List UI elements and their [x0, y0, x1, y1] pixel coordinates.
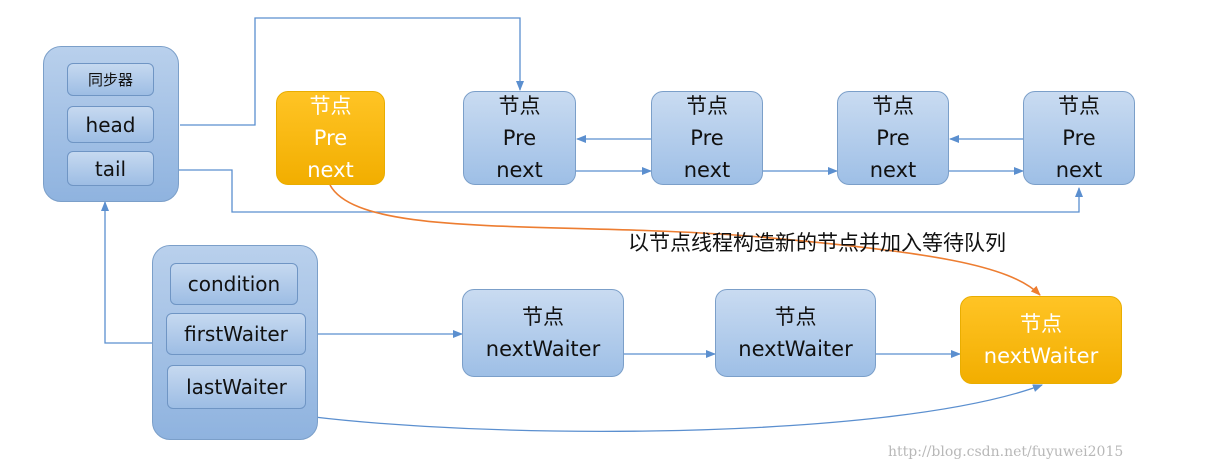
node-title: 节点 — [774, 305, 817, 329]
node-title: 节点 — [309, 94, 352, 118]
wait-node-2: 节点 nextWaiter — [715, 289, 876, 377]
node-next: next — [496, 158, 543, 182]
node-next-waiter: nextWaiter — [983, 344, 1099, 368]
head-pointer-line — [180, 17, 524, 126]
node-pre: Pre — [1062, 126, 1096, 150]
node-next: next — [307, 158, 354, 182]
head-field: head — [67, 106, 154, 143]
node-title: 节点 — [498, 94, 541, 118]
node-title: 节点 — [686, 94, 728, 118]
condition-to-sync-line — [101, 201, 153, 344]
synchronizer-title: 同步器 — [67, 63, 154, 96]
construct-node-curve — [329, 184, 1041, 296]
node-pre: Pre — [690, 126, 724, 150]
last-waiter-line — [254, 384, 1043, 432]
sync-node-2: 节点 Pre next — [651, 91, 763, 185]
node-title: 节点 — [1020, 312, 1062, 336]
node-pre: Pre — [876, 126, 910, 150]
sync-node-3: 节点 Pre next — [837, 91, 949, 185]
node-next-waiter: nextWaiter — [738, 337, 853, 361]
new-sync-node: 节点 Pre next — [276, 91, 385, 185]
node-pre: Pre — [313, 126, 348, 150]
first-waiter-field: firstWaiter — [166, 313, 306, 355]
sync-node-4: 节点 Pre next — [1023, 91, 1135, 185]
tail-field: tail — [67, 151, 154, 186]
node-next-waiter: nextWaiter — [485, 337, 601, 361]
sync-node-1: 节点 Pre next — [463, 91, 576, 185]
node-next: next — [869, 158, 917, 182]
construct-annotation: 以节点线程构造新的节点并加入等待队列 — [628, 231, 1006, 255]
node-next: next — [683, 158, 731, 182]
node-title: 节点 — [1058, 94, 1100, 118]
condition-title: condition — [170, 263, 298, 305]
wait-node-1: 节点 nextWaiter — [462, 289, 624, 377]
last-waiter-field: lastWaiter — [167, 365, 306, 409]
new-wait-node: 节点 nextWaiter — [960, 296, 1122, 384]
tail-pointer-line — [154, 169, 1083, 213]
node-title: 节点 — [522, 305, 564, 329]
node-title: 节点 — [872, 94, 914, 118]
node-pre: Pre — [502, 126, 537, 150]
node-next: next — [1055, 158, 1103, 182]
watermark: http://blog.csdn.net/fuyuwei2015 — [888, 444, 1124, 460]
